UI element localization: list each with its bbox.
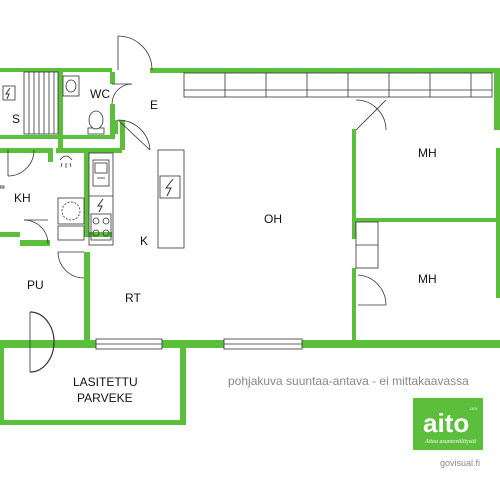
electric-panel-icon [164,178,174,197]
room-label-balcony-line-1: LASITETTU [73,375,138,389]
aito-logo: aito LKV Aitoa asuntovälitystä [413,398,483,450]
stove-icon [90,213,112,241]
washing-machine-icon [57,197,85,225]
room-label-k: K [140,234,148,248]
shower-icon [59,155,73,168]
room-label-pu: PU [27,278,44,292]
room-label-rt: RT [125,291,141,305]
logo-registered: LKV [470,406,478,411]
room-label-s: S [12,112,20,126]
windows [95,338,303,350]
room-label-mh-2: MH [418,272,437,286]
logo-tagline: Aitoa asuntovälitystä [424,439,476,445]
room-label-oh: OH [264,212,282,226]
walls [0,68,500,425]
website-label: govisual.fi [440,458,480,468]
logo-text: aito [423,408,469,438]
room-label-balcony-line-2: PARVEKE [77,391,133,405]
electric-panel-icon [2,85,16,101]
room-label-mh-1: MH [418,146,437,160]
plan-disclaimer: pohjakuva suuntaa-antava - ei mittakaava… [228,374,469,388]
room-label-e: E [150,98,158,112]
toilet-icon [87,110,105,135]
sink-icon [92,159,110,187]
sink-icon [62,75,80,97]
room-label-kh: KH [14,191,31,205]
sauna-bench [23,71,59,135]
electric-panel-icon [97,198,104,213]
bedroom-wardrobe [355,221,379,269]
utility-niche [0,185,5,189]
kitchen-counter [88,152,114,246]
room-label-wc: WC [90,87,110,101]
wardrobes [183,72,493,98]
doors [7,35,387,373]
fridge-column [157,149,185,249]
